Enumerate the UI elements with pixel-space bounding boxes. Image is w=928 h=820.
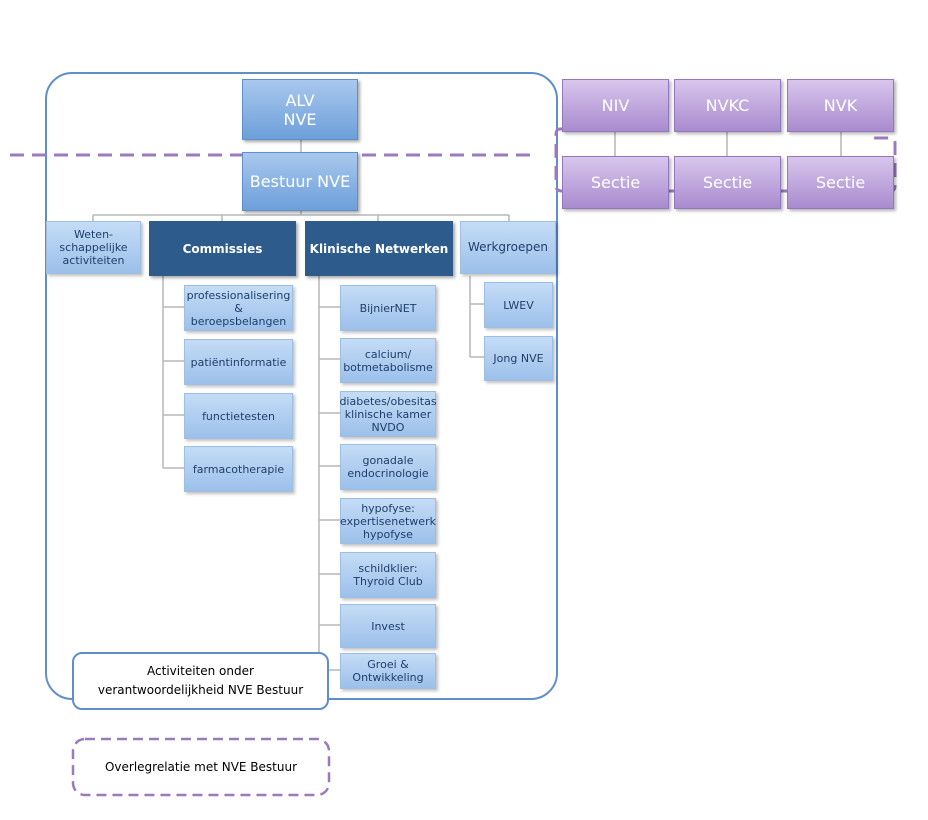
nve-label: NVE (283, 109, 317, 129)
netwerk-diabetes: diabetes/obesitas klinische kamer NVDO (339, 391, 437, 437)
werkgroepen-box: Werkgroepen (460, 221, 556, 274)
section-box: Sectie (562, 156, 669, 209)
wetenschappelijke-activiteiten-box: Weten- schappelijke activiteiten (46, 221, 141, 274)
item-label-line: NVDO (371, 420, 405, 434)
klinische-netwerken-box: Klinische Netwerken (305, 221, 453, 276)
item-label-line: Ontwikkeling (352, 671, 424, 684)
item-label-line: hypofyse (363, 527, 413, 541)
item-label-line: klinische kamer (344, 407, 432, 421)
item-label-line: diabetes/obesitas (339, 394, 437, 408)
netwerk-hypofyse: hypofyse: expertisenetwerk hypofyse (340, 498, 436, 544)
society-label: NIV (601, 96, 630, 115)
society-label: NVKC (705, 96, 750, 115)
consultation-dashed-region (554, 127, 897, 193)
section-label: Sectie (590, 173, 641, 192)
branch-label-line: Weten- (73, 228, 114, 241)
item-label-line: gonadale (362, 454, 414, 467)
legend-dashed-box: Overlegrelatie met NVE Bestuur (73, 739, 329, 795)
legend-solid-line2: verantwoordelijkheid NVE Bestuur (97, 683, 304, 697)
alv-nve-box: ALV NVE (242, 79, 358, 140)
item-label-line: schildklier: (358, 562, 418, 575)
section-box: Sectie (787, 156, 894, 209)
section-label: Sectie (702, 173, 753, 192)
item-label-line: hypofyse: (361, 501, 415, 515)
item-label: BijnierNET (359, 301, 417, 315)
item-label: Invest (371, 619, 405, 633)
commissies-box: Commissies (149, 221, 296, 276)
society-box-niv: NIV (562, 79, 669, 132)
netwerk-bijniernet: BijnierNET (340, 285, 436, 331)
werkgroepen-label: Werkgroepen (467, 240, 549, 254)
legend-solid-box: Activiteiten onder verantwoordelijkheid … (72, 652, 329, 710)
section-box: Sectie (674, 156, 781, 209)
netwerk-invest: Invest (340, 604, 436, 648)
legend-solid-line1: Activiteiten onder (147, 664, 254, 678)
item-label-line: endocrinologie (347, 467, 429, 480)
branch-label-line: activiteiten (62, 254, 125, 267)
bestuur-nve-box: Bestuur NVE (242, 152, 358, 211)
commissie-patientinformatie: patiëntinformatie (184, 339, 293, 385)
section-label: Sectie (815, 173, 866, 192)
item-label-line: professionalisering (186, 288, 291, 302)
item-label-line: botmetabolisme (343, 360, 433, 374)
commissie-farmacotherapie: farmacotherapie (184, 446, 293, 492)
commissie-professionalisering: professionalisering & beroepsbelangen (184, 285, 293, 331)
werkgroep-lwev: LWEV (484, 282, 553, 328)
commissies-label: Commissies (182, 241, 263, 256)
netwerk-groei-ontwikkeling: Groei & Ontwikkeling (340, 653, 436, 689)
society-box-nvk: NVK (787, 79, 894, 132)
netwerk-calcium: calcium/ botmetabolisme (340, 338, 436, 383)
werkgroep-jong-nve: Jong NVE (484, 336, 553, 381)
item-label-line: calcium/ (364, 347, 412, 361)
item-label-line: & beroepsbelangen (190, 301, 287, 328)
item-label-line: Groei & (367, 658, 409, 671)
item-label-line: expertisenetwerk (340, 514, 436, 528)
item-label: LWEV (503, 298, 534, 312)
commissie-functietesten: functietesten (184, 393, 293, 439)
netwerk-schildklier: schildklier: Thyroid Club (340, 552, 436, 598)
legend-dashed-frame (71, 737, 331, 797)
item-label: Jong NVE (493, 352, 544, 365)
alv-label: ALV (285, 90, 315, 110)
society-box-nvkc: NVKC (674, 79, 781, 132)
bestuur-label: Bestuur NVE (249, 172, 351, 191)
item-label: farmacotherapie (192, 462, 285, 476)
item-label: patiëntinformatie (190, 355, 287, 369)
netwerk-gonadale: gonadale endocrinologie (340, 444, 436, 490)
legend-dashed-label: Overlegrelatie met NVE Bestuur (104, 759, 298, 774)
item-label: functietesten (202, 409, 275, 423)
item-label-line: Thyroid Club (353, 575, 423, 588)
netwerken-label: Klinische Netwerken (309, 241, 449, 256)
society-label: NVK (823, 96, 858, 115)
branch-label-line: schappelijke (59, 241, 128, 254)
